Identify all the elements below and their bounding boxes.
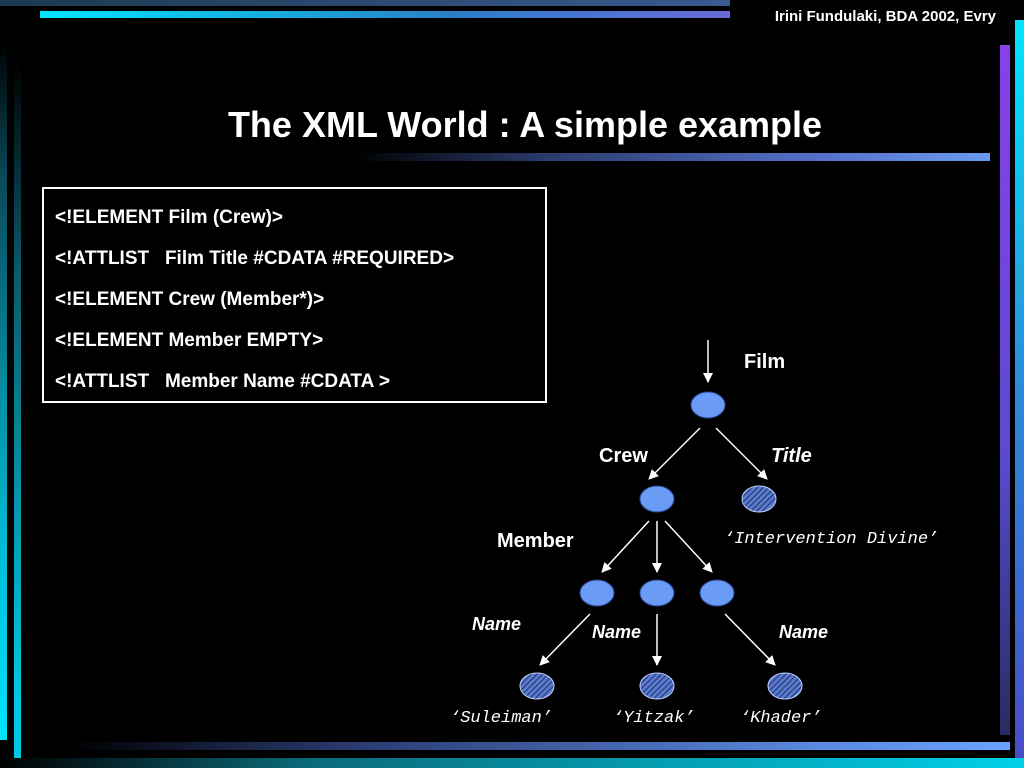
node-name-attr-3	[767, 672, 803, 700]
node-film	[690, 391, 726, 419]
node-member-2	[639, 579, 675, 607]
label-name-2: Name	[592, 622, 641, 642]
bottom-decor-bar-lower	[0, 758, 1024, 768]
label-crew: Crew	[599, 445, 648, 467]
node-name-attr-2	[639, 672, 675, 700]
label-title: Title	[771, 445, 812, 467]
right-decor-bar-outer	[1015, 20, 1024, 768]
label-film: Film	[744, 351, 785, 373]
edge-member-name-3	[724, 613, 776, 666]
label-name-3: Name	[779, 622, 828, 642]
node-name-attr-1	[519, 672, 555, 700]
value-name-3: ‘Khader’	[740, 709, 822, 728]
bottom-decor-bar-upper	[65, 742, 1010, 750]
value-name-1: ‘Suleiman’	[450, 709, 552, 728]
dtd-box: <!ELEMENT Film (Crew)> <!ATTLIST Film Ti…	[42, 187, 547, 403]
right-decor-bar-inner	[1000, 45, 1010, 735]
left-decor-bar-outer	[0, 40, 7, 740]
label-name-1: Name	[472, 614, 521, 634]
edge-film-crew	[648, 427, 701, 480]
dtd-line-crew-element: <!ELEMENT Crew (Member*)>	[55, 289, 325, 310]
edge-crew-member-3	[664, 520, 713, 573]
slide-credit: Irini Fundulaki, BDA 2002, Evry	[774, 8, 996, 25]
title-underline-bar	[350, 153, 990, 161]
edge-film-title	[715, 427, 768, 480]
dtd-line-member-element: <!ELEMENT Member EMPTY>	[55, 330, 324, 351]
slide-title: The XML World : A simple example	[227, 104, 823, 145]
dtd-line-film-attlist: <!ATTLIST Film Title #CDATA #REQUIRED>	[55, 248, 455, 269]
dtd-line-film-element: <!ELEMENT Film (Crew)>	[55, 207, 284, 228]
value-title: ‘Intervention Divine’	[724, 530, 938, 549]
top-decor-bar	[40, 11, 730, 18]
node-title-attr	[741, 485, 777, 513]
value-name-2: ‘Yitzak’	[613, 709, 695, 728]
top-decor-bar-dark	[0, 0, 730, 6]
dtd-line-member-attlist: <!ATTLIST Member Name #CDATA >	[55, 371, 391, 392]
node-member-3	[699, 579, 735, 607]
edge-crew-member-1	[601, 520, 650, 573]
node-member-1	[579, 579, 615, 607]
label-member: Member	[497, 530, 574, 552]
left-decor-bar-inner	[14, 60, 21, 768]
edge-member-name-1	[539, 613, 591, 666]
node-crew	[639, 485, 675, 513]
